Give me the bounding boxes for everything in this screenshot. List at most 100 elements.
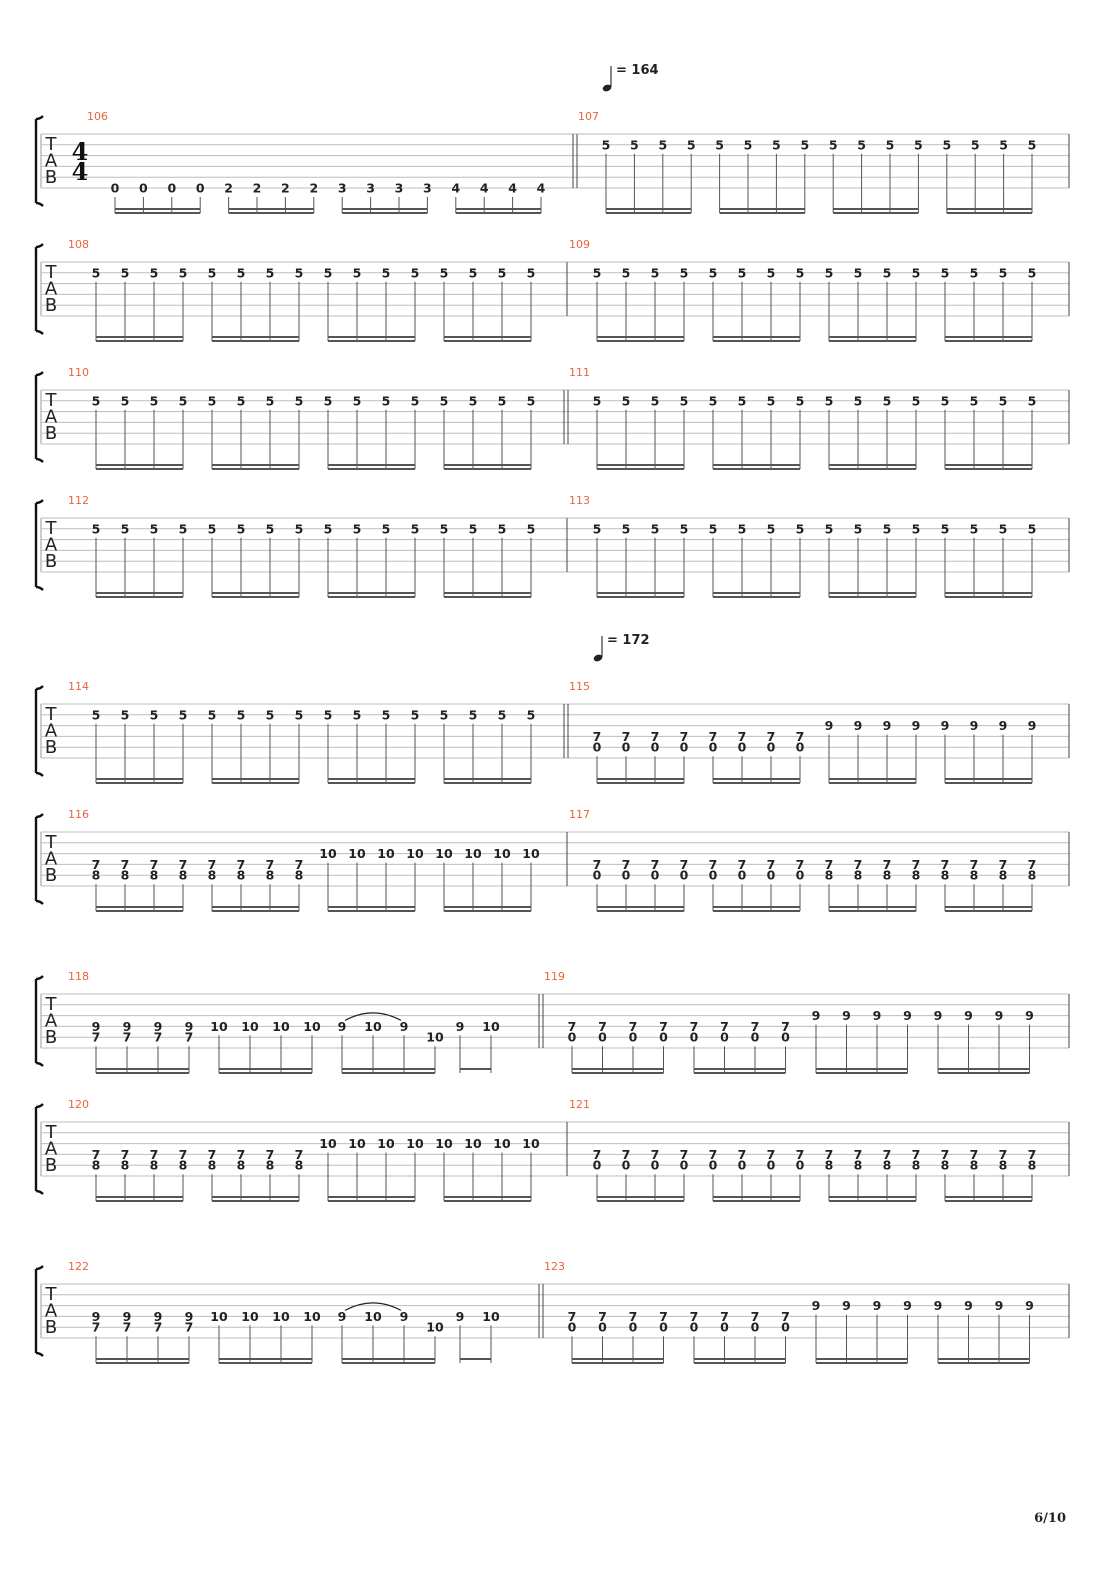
fret-number: 4: [508, 181, 517, 196]
fret-number: 0: [598, 1320, 607, 1335]
fret-number: 8: [883, 1158, 892, 1173]
fret-number: 7: [593, 857, 602, 872]
fret-number: 5: [469, 265, 478, 280]
fret-number: 5: [469, 707, 478, 722]
fret-number: 5: [680, 521, 689, 536]
measure-number: 114: [68, 680, 89, 693]
fret-number: 5: [796, 393, 805, 408]
fret-number: 9: [854, 718, 863, 733]
tab-letter: T: [45, 390, 58, 411]
fret-number: 7: [208, 1147, 217, 1162]
measure-number: 113: [569, 494, 590, 507]
fret-number: 5: [738, 265, 747, 280]
fret-number: 5: [970, 521, 979, 536]
fret-number: 7: [568, 1309, 577, 1324]
fret-number: 9: [1025, 1298, 1034, 1313]
fret-number: 5: [912, 265, 921, 280]
tab-letter: T: [45, 994, 58, 1015]
fret-number: 8: [854, 868, 863, 883]
fret-number: 5: [772, 137, 781, 152]
fret-number: 4: [537, 181, 546, 196]
fret-number: 9: [92, 1019, 101, 1034]
time-signature-digit: 4: [72, 137, 89, 166]
fret-number: 0: [651, 1158, 660, 1173]
fret-number: 9: [903, 1298, 912, 1313]
fret-number: 9: [825, 718, 834, 733]
fret-number: 10: [319, 846, 337, 861]
fret-number: 7: [941, 1147, 950, 1162]
fret-number: 0: [651, 740, 660, 755]
fret-number: 5: [208, 393, 217, 408]
fret-number: 5: [150, 265, 159, 280]
fret-number: 5: [829, 137, 838, 152]
measure-number: 109: [569, 238, 590, 251]
system-bracket: [34, 685, 44, 777]
fret-number: 7: [970, 857, 979, 872]
fret-number: 5: [622, 265, 631, 280]
measure-number: 117: [569, 808, 590, 821]
fret-number: 8: [266, 1158, 275, 1173]
slur: [344, 1012, 402, 1021]
fret-number: 5: [237, 521, 246, 536]
fret-number: 7: [767, 1147, 776, 1162]
tab-letter: B: [45, 1155, 57, 1176]
fret-number: 2: [309, 181, 318, 196]
fret-number: 7: [781, 1309, 790, 1324]
slur: [344, 1302, 402, 1311]
tab-letter: A: [45, 1139, 58, 1160]
fret-number: 5: [324, 393, 333, 408]
fret-number: 7: [150, 857, 159, 872]
fret-number: 5: [593, 265, 602, 280]
fret-number: 9: [812, 1008, 821, 1023]
fret-number: 7: [1028, 857, 1037, 872]
fret-number: 10: [303, 1309, 321, 1324]
fret-number: 7: [593, 1147, 602, 1162]
tab-letter: T: [45, 134, 58, 155]
fret-number: 7: [622, 729, 631, 744]
page-number: 6/10: [1034, 1511, 1066, 1526]
fret-number: 0: [781, 1320, 790, 1335]
measure-number: 121: [569, 1098, 590, 1111]
fret-number: 8: [237, 868, 246, 883]
fret-number: 0: [622, 868, 631, 883]
fret-number: 7: [680, 1147, 689, 1162]
fret-number: 9: [456, 1309, 465, 1324]
fret-number: 5: [353, 521, 362, 536]
fret-number: 5: [92, 521, 101, 536]
fret-number: 5: [121, 707, 130, 722]
fret-number: 5: [411, 521, 420, 536]
fret-number: 7: [651, 857, 660, 872]
fret-number: 5: [208, 265, 217, 280]
fret-number: 7: [121, 857, 130, 872]
fret-number: 0: [167, 181, 176, 196]
fret-number: 7: [709, 729, 718, 744]
measure-number: 110: [68, 366, 89, 379]
fret-number: 8: [825, 1158, 834, 1173]
measure-number: 123: [544, 1260, 565, 1273]
fret-number: 5: [121, 521, 130, 536]
fret-number: 9: [338, 1309, 347, 1324]
fret-number: 7: [185, 1030, 194, 1045]
fret-number: 7: [680, 857, 689, 872]
fret-number: 5: [941, 521, 950, 536]
tab-letter: A: [45, 151, 58, 172]
tab-letter: T: [45, 704, 58, 725]
fret-number: 5: [382, 707, 391, 722]
fret-number: 10: [426, 1320, 444, 1335]
fret-number: 0: [593, 868, 602, 883]
fret-number: 5: [121, 265, 130, 280]
fret-number: 7: [295, 1147, 304, 1162]
fret-number: 8: [208, 868, 217, 883]
tab-letter: B: [45, 551, 57, 572]
fret-number: 10: [377, 1136, 395, 1151]
fret-number: 7: [720, 1309, 729, 1324]
fret-number: 0: [622, 1158, 631, 1173]
fret-number: 9: [883, 718, 892, 733]
fret-number: 7: [593, 729, 602, 744]
fret-number: 3: [423, 181, 432, 196]
fret-number: 7: [1028, 1147, 1037, 1162]
fret-number: 9: [995, 1008, 1004, 1023]
fret-number: 7: [659, 1309, 668, 1324]
tab-letter: T: [45, 832, 58, 853]
